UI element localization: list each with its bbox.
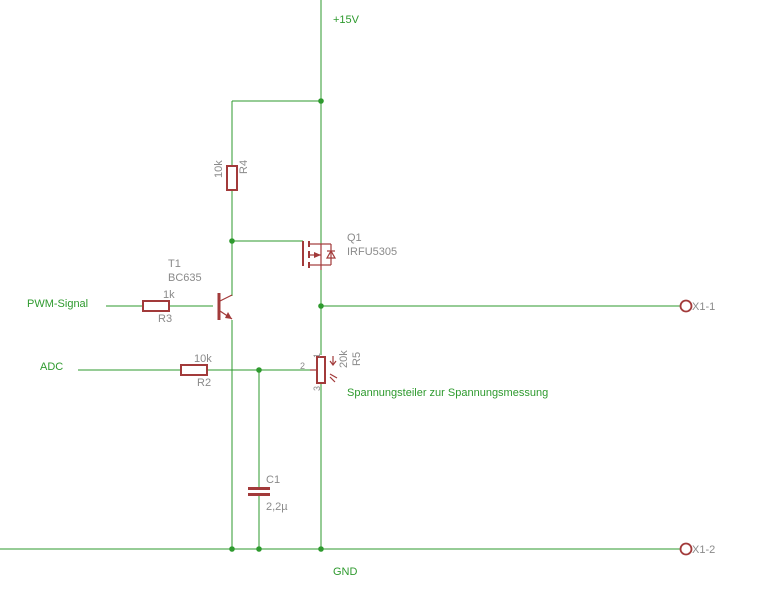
transistor-collector: [219, 294, 233, 302]
junction-output: [318, 303, 324, 309]
capacitor-c1-value: 2,2µ: [266, 501, 288, 513]
potentiometer-r5: 1 2 3 20k R5: [300, 350, 363, 391]
potentiometer-pin1: 1: [312, 353, 322, 358]
potentiometer-pin2: 2: [300, 361, 305, 371]
net-label-pwm: PWM-Signal: [27, 298, 88, 310]
mosfet-arrow: [314, 252, 321, 258]
resistor-r4-body: [226, 165, 238, 191]
terminal-x1-1: [679, 299, 693, 313]
mosfet-diode-triangle: [325, 249, 337, 259]
net-label-adc: ADC: [40, 361, 63, 373]
junction-gnd-r5: [318, 546, 324, 552]
potentiometer-r5-value: 20k: [338, 350, 350, 368]
potentiometer-adjust-2: [329, 376, 336, 383]
resistor-r2-name: R2: [197, 377, 211, 389]
resistor-r4: 10k R4: [213, 160, 250, 191]
potentiometer-arrow-head: [329, 360, 337, 366]
junction-gnd-t1: [229, 546, 235, 552]
resistor-r4-value: 10k: [213, 160, 225, 178]
transistor-emitter-arrow: [225, 312, 232, 319]
capacitor-c1-plate-top: [248, 487, 270, 490]
transistor-t1-name: T1: [168, 258, 181, 270]
resistor-r2-value: 10k: [194, 353, 212, 365]
capacitor-c1-plate-bottom: [248, 493, 270, 496]
junction-gnd-c1: [256, 546, 262, 552]
resistor-r2-body: [180, 364, 208, 376]
capacitor-c1: C1 2,2µ: [248, 474, 288, 513]
resistor-r4-name: R4: [238, 160, 250, 174]
mosfet-q1-name: Q1: [347, 232, 362, 244]
connector-x1-2-label: X1-2: [692, 544, 715, 556]
wires: [0, 0, 680, 550]
transistor-t1: T1 BC635: [168, 258, 233, 320]
resistor-r3-name: R3: [158, 313, 172, 325]
mosfet-q1-value: IRFU5305: [347, 246, 397, 258]
connector-x1-1: X1-1: [679, 299, 715, 313]
resistor-r3-body: [142, 300, 170, 312]
resistor-r3: 1k R3: [142, 289, 175, 325]
potentiometer-pin3: 3: [312, 386, 322, 391]
junctions: [229, 98, 324, 552]
potentiometer-r5-body: [316, 356, 326, 384]
potentiometer-adjust-1: [329, 373, 338, 379]
junction-adc: [256, 367, 262, 373]
junction-gate: [229, 238, 235, 244]
net-label-vcc: +15V: [333, 14, 360, 26]
transistor-t1-value: BC635: [168, 272, 202, 284]
net-label-gnd: GND: [333, 566, 358, 578]
connector-x1-1-label: X1-1: [692, 301, 715, 313]
junction-vcc: [318, 98, 324, 104]
terminal-x1-2: [679, 542, 693, 556]
resistor-r3-value: 1k: [163, 289, 175, 301]
voltage-divider-note: Spannungsteiler zur Spannungsmessung: [347, 387, 548, 399]
resistor-r2: 10k R2: [180, 353, 212, 389]
capacitor-c1-name: C1: [266, 474, 280, 486]
mosfet-q1: Q1 IRFU5305: [302, 232, 397, 270]
potentiometer-r5-name: R5: [351, 352, 363, 366]
connector-x1-2: X1-2: [679, 542, 715, 556]
